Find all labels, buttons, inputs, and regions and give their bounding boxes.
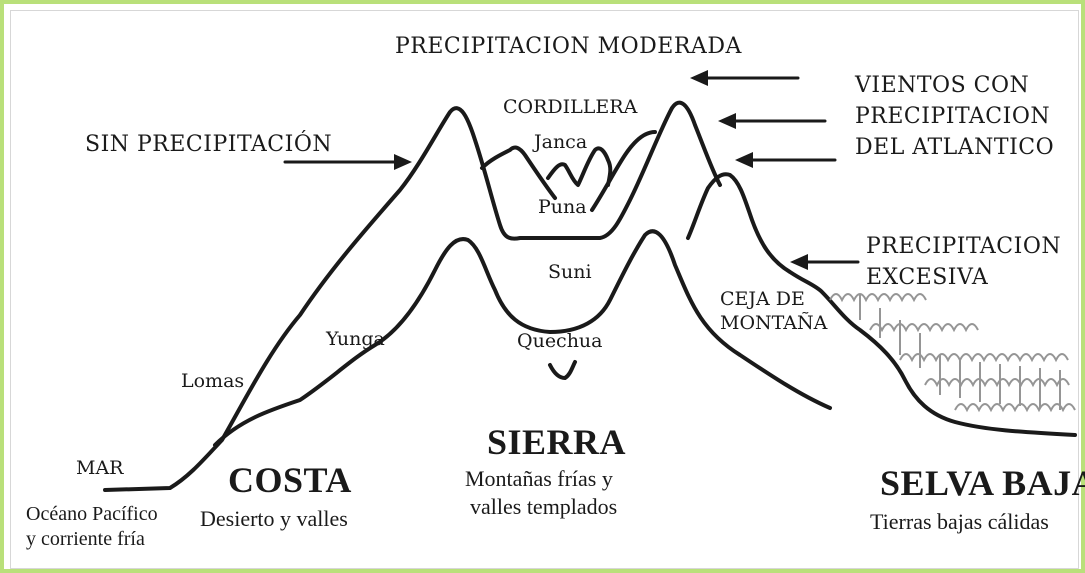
quechua-valley xyxy=(548,360,577,380)
label-excesiva-line2: EXCESIVA xyxy=(866,265,989,290)
label-vientos-line2: PRECIPITACION xyxy=(855,104,1051,129)
label-vientos-line1: VIENTOS CON xyxy=(855,73,1030,98)
janca-right-ridge xyxy=(590,130,657,212)
label-precipitacion-moderada: PRECIPITACION MODERADA xyxy=(395,34,742,59)
zone-title-costa: COSTA xyxy=(228,460,352,500)
label-ceja-line1: CEJA DE xyxy=(720,288,805,310)
label-suni: Suni xyxy=(548,261,592,283)
zone-desc-sierra-line2: valles templados xyxy=(470,494,618,519)
label-vientos-line3: DEL ATLANTICO xyxy=(855,135,1055,160)
yunga-line xyxy=(213,229,832,447)
arrow-precipitacion-excesiva xyxy=(790,254,860,270)
arrow-vientos-1 xyxy=(718,113,827,129)
oceano-line1: Océano Pacífico xyxy=(26,503,158,525)
label-mar: MAR xyxy=(76,457,124,479)
arrow-sin-precipitacion xyxy=(283,154,412,170)
oceano-line2: y corriente fría xyxy=(26,528,145,550)
zone-title-sierra: SIERRA xyxy=(487,422,627,462)
forest-texture xyxy=(829,293,1076,413)
label-excesiva-line1: PRECIPITACION xyxy=(866,234,1062,259)
label-cordillera: CORDILLERA xyxy=(503,96,638,118)
label-quechua: Quechua xyxy=(517,330,603,352)
zone-desc-sierra-line1: Montañas frías y xyxy=(465,466,613,491)
janca-middle xyxy=(546,146,613,187)
zone-title-selva: SELVA BAJA xyxy=(880,463,1085,503)
label-sin-precipitacion: SIN PRECIPITACIÓN xyxy=(85,132,333,157)
arrow-precipitacion-moderada xyxy=(690,70,800,86)
arrow-vientos-2 xyxy=(735,152,837,168)
label-yunga: Yunga xyxy=(326,328,385,350)
wind-arrows xyxy=(283,70,860,270)
label-ceja-line2: MONTAÑA xyxy=(720,312,828,334)
western-slope-outline xyxy=(103,100,722,492)
label-janca: Janca xyxy=(534,131,588,153)
eastern-second-peak xyxy=(686,172,1077,437)
label-lomas: Lomas xyxy=(181,370,245,392)
diagram-inner-border xyxy=(10,10,1079,569)
janca-left-ridge xyxy=(480,145,557,200)
label-puna: Puna xyxy=(538,196,587,218)
zone-desc-costa: Desierto y valles xyxy=(200,506,348,531)
zone-desc-selva: Tierras bajas cálidas xyxy=(870,509,1049,534)
